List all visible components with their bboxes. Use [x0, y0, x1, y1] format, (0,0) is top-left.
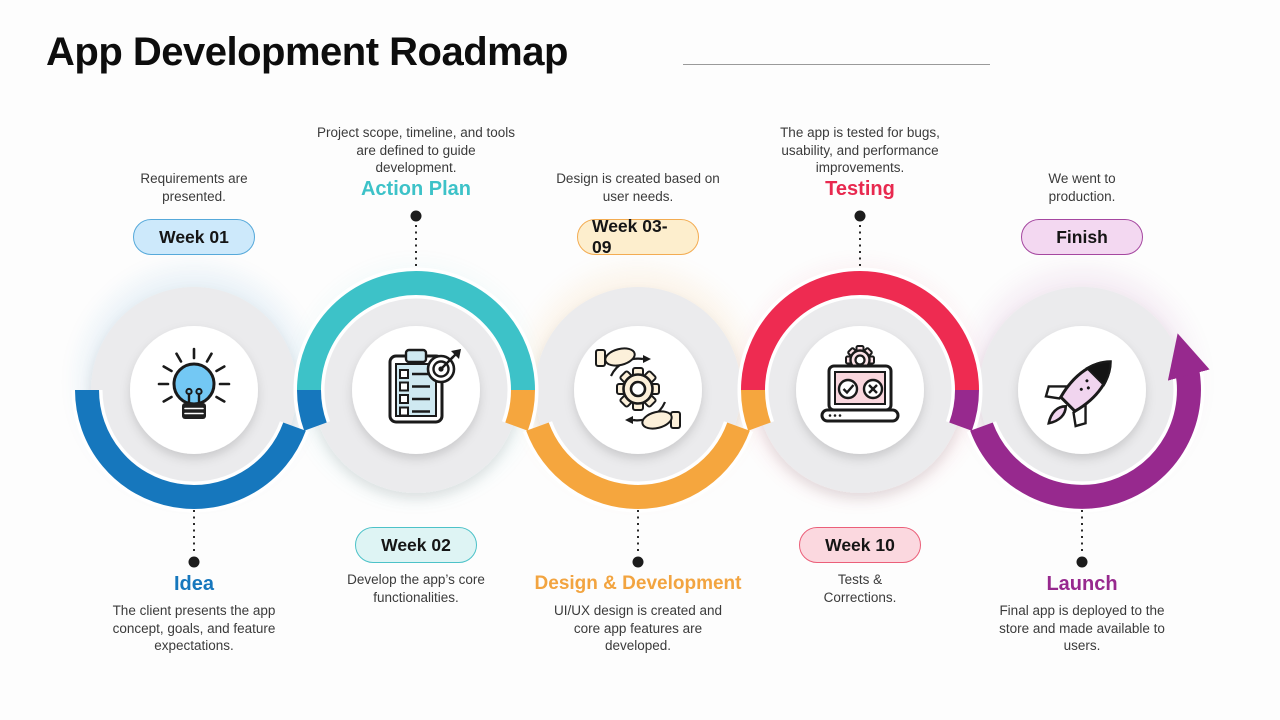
stage-design-week-badge: Week 03-09 [577, 216, 699, 257]
stage-launch-title: Launch [1046, 573, 1118, 595]
arc-launch [970, 333, 1210, 509]
stage-testing-week-badge: Week 10 [799, 527, 921, 563]
laptop-testing-icon [820, 345, 900, 423]
hands-gear-icon [595, 347, 681, 430]
title-divider [683, 64, 990, 65]
stage-design-description: UI/UX design is created and core app fea… [553, 603, 723, 654]
arc-tip-orange-left [505, 389, 535, 431]
rocket-icon [1044, 360, 1112, 428]
page-title: App Development Roadmap [46, 30, 568, 74]
stage-launch-description: Final app is deployed to the store and m… [999, 603, 1165, 654]
arc-testing [741, 271, 979, 391]
stage-design-development: Design is created based on user needs. W… [523, 0, 753, 720]
roadmap-path [71, 267, 1210, 513]
stage-action-plan-description: Project scope, timeline, and tools are d… [316, 125, 516, 176]
stage-idea-title: Idea [173, 573, 215, 595]
arc-tip-orange-right [741, 389, 771, 431]
stage-testing: The app is tested for bugs, usability, a… [745, 0, 975, 720]
connector-dots [188, 210, 1088, 568]
stage-idea-week-badge: Week 01 [133, 219, 255, 255]
stage-design-top-text: Design is created based on user needs. [556, 171, 720, 204]
stage-testing-bottom-text: Tests & Corrections. [823, 572, 897, 605]
arc-tip-purple [949, 389, 979, 431]
stage-design-title: Design & Development [534, 573, 742, 594]
stage-action-plan: Project scope, timeline, and tools are d… [301, 0, 531, 720]
stage-idea: Requirements are presented. Week 01 Idea… [79, 0, 309, 720]
connectors [193, 225, 1083, 551]
stage-testing-title: Testing [825, 178, 895, 200]
checklist-target-icon [388, 348, 461, 424]
stage-testing-description: The app is tested for bugs, usability, a… [780, 125, 940, 176]
stage-action-plan-bottom-text: Develop the app’s core functionalities. [347, 572, 485, 605]
arc-action-plan [297, 271, 535, 391]
arc-design [526, 422, 750, 509]
lightbulb-icon [157, 347, 231, 419]
stage-launch-top-text: We went to production. [1048, 171, 1116, 204]
stage-launch-finish-badge: Finish [1021, 219, 1143, 255]
stage-launch: We went to production. Finish Launch Fin… [967, 0, 1197, 720]
stage-idea-top-text: Requirements are presented. [140, 171, 248, 204]
stage-idea-description: The client presents the app concept, goa… [112, 603, 276, 654]
arc-idea [75, 389, 306, 509]
arc-tip-blue [297, 389, 327, 431]
stage-action-plan-title: Action Plan [360, 178, 472, 200]
stage-action-plan-week-badge: Week 02 [355, 527, 477, 563]
